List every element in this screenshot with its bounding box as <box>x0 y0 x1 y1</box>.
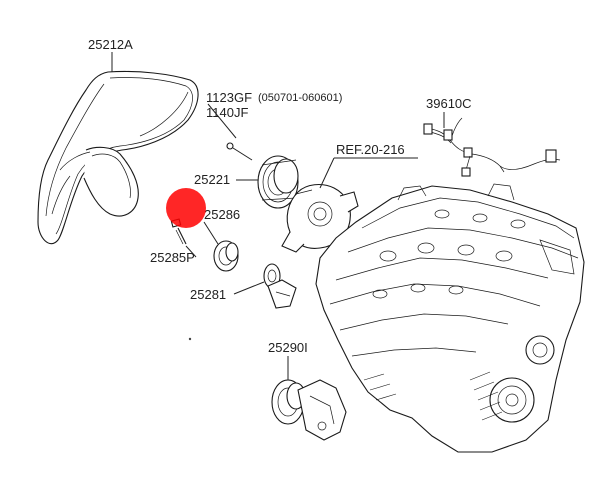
idler-pulley[interactable] <box>213 240 239 272</box>
label-water-pump-ref[interactable]: REF.20-216 <box>336 142 405 157</box>
label-idler[interactable]: 25286 <box>204 207 240 222</box>
label-bolt-note: (050701-060601) <box>258 92 342 104</box>
label-harness[interactable]: 39610C <box>426 96 472 111</box>
label-bolt-1140jf[interactable]: 1140JF <box>206 105 248 120</box>
label-bolt-1123gf[interactable]: 1123GF <box>206 90 252 105</box>
label-tensioner-assy[interactable]: 25290I <box>268 340 308 355</box>
wiring-harness[interactable] <box>423 117 561 177</box>
tensioner-assembly[interactable] <box>271 379 347 441</box>
bolt-1123gf[interactable] <box>226 142 253 161</box>
label-idler-bolt[interactable]: 25285P <box>150 250 195 265</box>
engine-assembly <box>315 183 585 453</box>
tensioner[interactable] <box>263 263 297 309</box>
highlight-marker <box>166 188 206 228</box>
label-tensioner[interactable]: 25281 <box>190 287 226 302</box>
label-pulley[interactable]: 25221 <box>194 172 230 187</box>
leader-lines <box>111 52 445 380</box>
small-dot <box>188 337 192 341</box>
water-pump-pulley[interactable] <box>257 155 299 209</box>
label-belt[interactable]: 25212A <box>88 37 133 52</box>
drive-belt[interactable] <box>37 70 199 245</box>
